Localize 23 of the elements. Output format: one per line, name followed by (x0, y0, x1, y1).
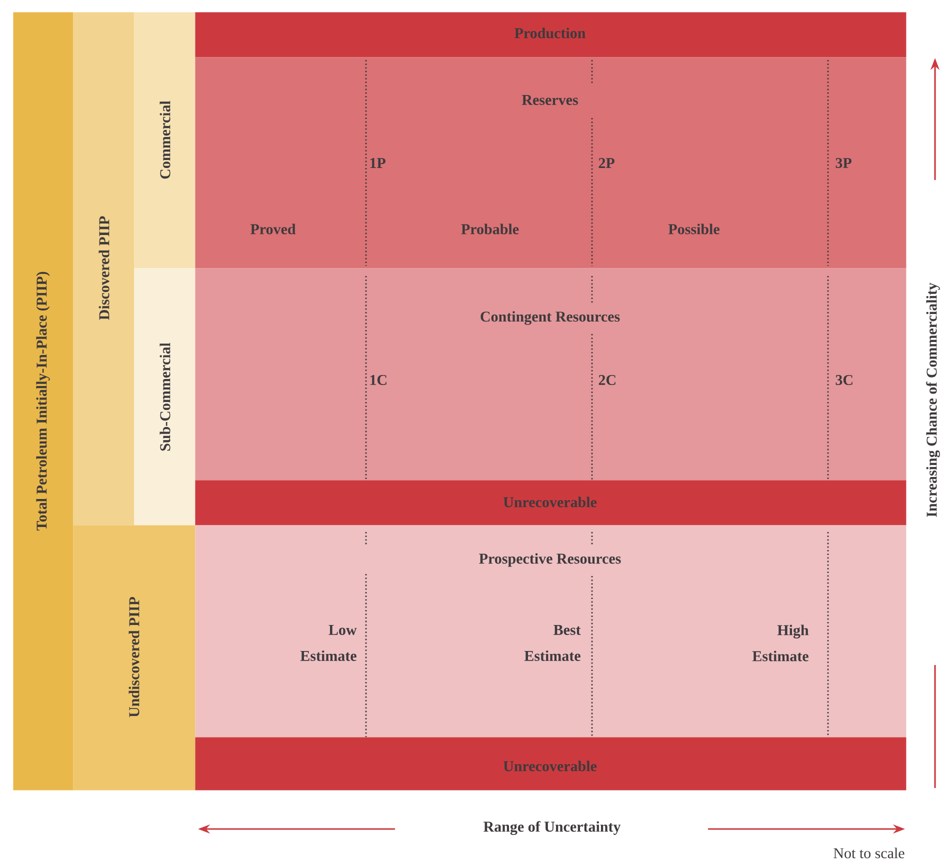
level-label: 1C (370, 374, 386, 386)
category-label: Probable (461, 224, 519, 234)
estimate-label: Low Estimate (300, 625, 357, 661)
level-label: 1P (370, 158, 386, 168)
side-band: Undiscovered PIIP (73, 525, 196, 790)
level-label: 2C (598, 374, 616, 386)
estimate-label: High Estimate (752, 624, 809, 662)
side-band: Total Petroleum Initially-In-Place (PIIP) (13, 12, 74, 790)
unrecoverable-band: Unrecoverable (195, 480, 906, 526)
unrecoverable-band: Unrecoverable (195, 737, 906, 790)
axis-title: Range of Uncertainty (484, 821, 621, 835)
note: Not to scale (834, 848, 904, 858)
estimate-label: Best Estimate (524, 625, 581, 661)
category-label: Proved (250, 224, 296, 234)
production-band: Production (195, 12, 906, 58)
side-band: Commercial (134, 12, 196, 268)
axis-title: Increasing Chance of Commerciality (926, 282, 940, 517)
side-band: Discovered PIIP (73, 12, 134, 526)
side-band: Sub-Commercial (134, 268, 196, 526)
category-label: Possible (668, 224, 720, 234)
level-label: 2P (598, 158, 614, 168)
level-label: 3C (836, 374, 852, 386)
level-label: 3P (836, 158, 852, 168)
